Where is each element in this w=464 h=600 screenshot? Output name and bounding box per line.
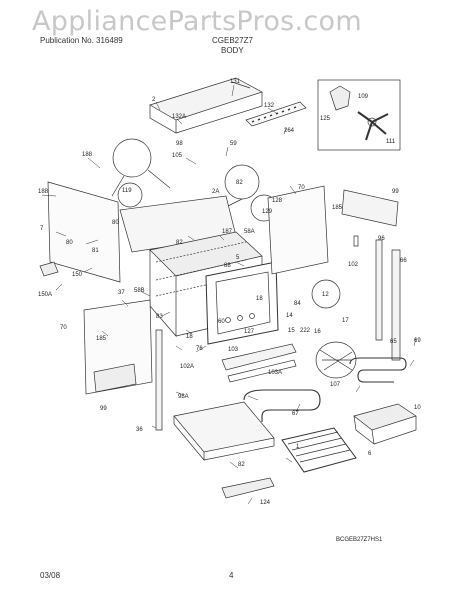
- part-label-p2[interactable]: 2: [152, 97, 156, 103]
- revision-date: 03/08: [40, 571, 61, 580]
- bake-element[interactable]: [243, 389, 321, 422]
- part-label-p187[interactable]: 187: [222, 229, 233, 235]
- part-label-p127[interactable]: 127: [244, 329, 255, 335]
- leader-lines: [41, 84, 417, 505]
- kick-panel[interactable]: [221, 477, 275, 499]
- part-label-p185b[interactable]: 185: [96, 336, 107, 342]
- part-label-p65[interactable]: 65: [390, 339, 397, 345]
- callout-circles: [111, 138, 341, 309]
- part-label-p7[interactable]: 7: [40, 226, 44, 232]
- part-label-p98[interactable]: 98: [176, 141, 183, 147]
- part-label-p58B[interactable]: 58B: [134, 288, 145, 294]
- part-label-p102[interactable]: 102: [348, 262, 359, 268]
- part-label-p150[interactable]: 150: [72, 272, 83, 278]
- oven-rack[interactable]: [281, 427, 357, 473]
- left-side-panel[interactable]: [47, 181, 121, 283]
- part-label-p36[interactable]: 36: [136, 427, 143, 433]
- part-label-p111[interactable]: 111: [386, 139, 396, 145]
- part-label-p82c[interactable]: 82: [238, 462, 245, 468]
- part-label-p185a[interactable]: 185: [332, 205, 343, 211]
- part-label-p60[interactable]: 60: [218, 319, 225, 325]
- part-label-p80b[interactable]: 80: [66, 240, 73, 246]
- part-label-p67[interactable]: 67: [292, 411, 299, 417]
- part-label-p84[interactable]: 84: [294, 301, 301, 307]
- part-label-p66[interactable]: 66: [400, 258, 407, 264]
- part-label-p80a[interactable]: 80: [112, 220, 119, 226]
- part-label-p103A[interactable]: 103A: [268, 370, 282, 376]
- part-label-p37[interactable]: 37: [118, 290, 125, 296]
- publication-number: Publication No. 316489: [40, 36, 123, 45]
- part-label-p6[interactable]: 6: [368, 451, 372, 457]
- part-label-p76[interactable]: 76: [196, 346, 203, 352]
- diagram-code: BCGEB27Z7HS1: [336, 537, 383, 543]
- part-label-p5[interactable]: 5: [236, 255, 240, 261]
- part-label-p131[interactable]: 131: [230, 79, 241, 85]
- side-trim[interactable]: [155, 329, 163, 431]
- part-label-p99b[interactable]: 99: [100, 406, 107, 412]
- part-label-p150A[interactable]: 150A: [38, 292, 52, 298]
- part-label-p81[interactable]: 81: [92, 248, 99, 254]
- convection-cover[interactable]: [315, 341, 357, 379]
- part-label-p16[interactable]: 16: [314, 329, 321, 335]
- part-label-p222[interactable]: 222: [300, 328, 311, 334]
- fan-assembly-inset[interactable]: [317, 79, 401, 151]
- part-label-p128[interactable]: 128: [272, 198, 283, 204]
- part-label-p15[interactable]: 15: [288, 328, 295, 334]
- part-label-p129[interactable]: 129: [262, 209, 273, 215]
- trim-strips[interactable]: [353, 235, 401, 361]
- part-label-p188a[interactable]: 188: [82, 152, 93, 158]
- section-title: BODY: [221, 46, 244, 55]
- oven-bottom[interactable]: [173, 401, 275, 461]
- part-label-p102A[interactable]: 102A: [180, 364, 194, 370]
- part-label-p124[interactable]: 124: [260, 500, 271, 506]
- model-number: CGEB27Z7: [212, 36, 253, 45]
- part-label-p70a[interactable]: 70: [298, 185, 305, 191]
- part-label-p2A[interactable]: 2A: [212, 189, 219, 195]
- part-label-p82a[interactable]: 82: [236, 180, 243, 186]
- part-label-p10[interactable]: 10: [414, 405, 421, 411]
- part-label-p17[interactable]: 17: [342, 318, 349, 324]
- part-label-p14[interactable]: 14: [286, 313, 293, 319]
- part-label-p264[interactable]: 264: [284, 128, 295, 134]
- page-number: 4: [229, 571, 234, 580]
- part-label-p125[interactable]: 125: [320, 116, 331, 122]
- part-label-p103[interactable]: 103: [228, 347, 239, 353]
- part-label-p58A[interactable]: 58A: [244, 229, 255, 235]
- part-label-p105[interactable]: 105: [172, 153, 183, 159]
- part-label-p69[interactable]: 69: [414, 338, 421, 344]
- rear-right-panel[interactable]: [341, 189, 399, 227]
- part-label-p70b[interactable]: 70: [60, 325, 67, 331]
- part-label-p12[interactable]: 12: [322, 292, 329, 298]
- part-label-p18b[interactable]: 18: [186, 334, 193, 340]
- part-label-p96[interactable]: 96: [378, 236, 385, 242]
- part-label-p98A[interactable]: 98A: [178, 394, 189, 400]
- lower-trim[interactable]: [221, 343, 297, 383]
- part-label-p109[interactable]: 109: [358, 94, 369, 100]
- part-label-p1[interactable]: 1: [296, 444, 300, 450]
- part-label-p59[interactable]: 59: [230, 141, 237, 147]
- part-label-p82b[interactable]: 82: [176, 240, 183, 246]
- part-label-p83[interactable]: 83: [156, 314, 163, 320]
- left-front-panel[interactable]: [83, 299, 153, 395]
- part-label-p107[interactable]: 107: [330, 382, 341, 388]
- part-label-p88[interactable]: 88: [224, 263, 231, 269]
- part-label-p99a[interactable]: 99: [392, 189, 399, 195]
- front-frame[interactable]: [205, 261, 279, 345]
- part-label-p132A[interactable]: 132A: [172, 114, 186, 120]
- broil-element[interactable]: [349, 357, 407, 383]
- vent-grille[interactable]: [245, 101, 307, 127]
- broiler-pan[interactable]: [353, 403, 417, 445]
- bracket[interactable]: [39, 261, 59, 277]
- right-side-panel[interactable]: [267, 185, 329, 275]
- part-label-p119[interactable]: 119: [122, 188, 132, 194]
- top-cover[interactable]: [149, 77, 263, 134]
- part-label-p132[interactable]: 132: [264, 103, 275, 109]
- watermark: AppliancePartsPros.com: [32, 6, 362, 37]
- part-label-p188b[interactable]: 188: [38, 189, 49, 195]
- part-label-p18[interactable]: 18: [256, 296, 263, 302]
